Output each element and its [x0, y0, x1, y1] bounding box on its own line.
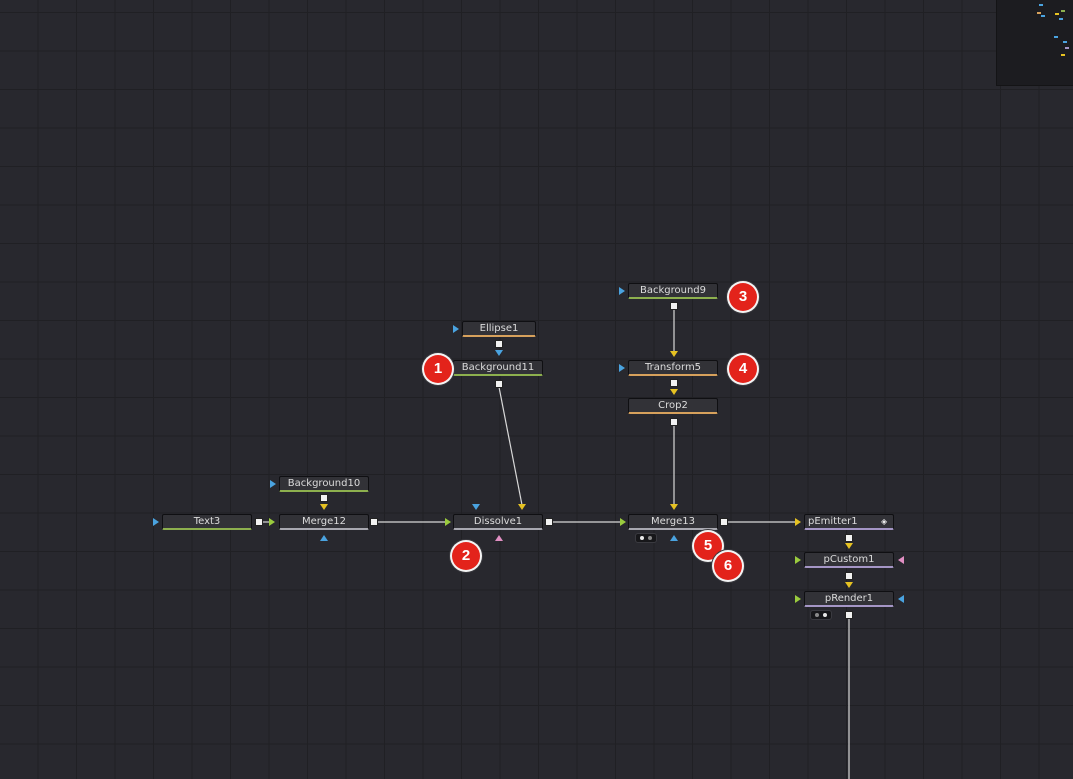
ellipse1-input[interactable] — [453, 325, 459, 333]
merge13-view-toggle[interactable] — [635, 533, 657, 543]
background10-output[interactable] — [320, 494, 328, 502]
node-ellipse1[interactable]: Ellipse1 — [462, 321, 536, 337]
node-dissolve1[interactable]: Dissolve1 — [453, 514, 543, 530]
transform5-output[interactable] — [670, 379, 678, 387]
view-dot-right — [823, 613, 827, 617]
merge12-mask-input[interactable] — [320, 535, 328, 541]
node-label: pRender1 — [824, 593, 874, 604]
pemitter1-output[interactable] — [845, 534, 853, 542]
node-label: Crop2 — [658, 400, 688, 411]
transform5-input[interactable] — [670, 351, 678, 357]
merge13-mask-input[interactable] — [670, 535, 678, 541]
callout-badge-3: 3 — [729, 283, 757, 311]
pcustom1-output[interactable] — [845, 572, 853, 580]
node-label: Merge12 — [302, 516, 346, 527]
node-background11[interactable]: Background11 — [453, 360, 543, 376]
merge13-background-input[interactable] — [620, 518, 626, 526]
pcustom1-input[interactable] — [845, 543, 853, 549]
merge13-foreground-input[interactable] — [670, 504, 678, 510]
node-prender1[interactable]: pRender1 — [804, 591, 894, 607]
minimap-node — [1055, 13, 1059, 15]
prender1-right-input[interactable] — [898, 595, 904, 603]
minimap-node — [1061, 54, 1065, 56]
minimap-node — [1039, 4, 1043, 6]
text3-input[interactable] — [153, 518, 159, 526]
background10-input[interactable] — [270, 480, 276, 488]
text3-output[interactable] — [255, 518, 263, 526]
background11-output[interactable] — [495, 380, 503, 388]
transform5-mask-input[interactable] — [619, 364, 625, 372]
node-background9[interactable]: Background9 — [628, 283, 718, 299]
minimap-node — [1041, 15, 1045, 17]
callout-badge-1: 1 — [424, 355, 452, 383]
node-label: Text3 — [193, 516, 221, 527]
node-background10[interactable]: Background10 — [279, 476, 369, 492]
dissolve1-mask-input-top[interactable] — [472, 504, 480, 510]
prender1-view-toggle[interactable] — [810, 610, 832, 620]
callout-badge-6: 6 — [714, 552, 742, 580]
dissolve1-effect-mask-input[interactable] — [495, 535, 503, 541]
prender1-input[interactable] — [845, 582, 853, 588]
node-label: Background10 — [287, 478, 361, 489]
minimap-node — [1063, 41, 1067, 43]
node-label: Ellipse1 — [479, 323, 519, 334]
background9-output[interactable] — [670, 302, 678, 310]
pcustom1-right-input[interactable] — [898, 556, 904, 564]
node-text3[interactable]: Text3 — [162, 514, 252, 530]
node-label: Merge13 — [651, 516, 695, 527]
pcustom1-left-input[interactable] — [795, 556, 801, 564]
merge12-background-input[interactable] — [269, 518, 275, 526]
link-background11-dissolve1 — [498, 386, 523, 506]
view-dot-left — [640, 536, 644, 540]
dissolve1-output[interactable] — [545, 518, 553, 526]
callout-badge-2: 2 — [452, 542, 480, 570]
pemitter1-input[interactable] — [795, 518, 801, 526]
minimap-node — [1054, 36, 1058, 38]
diamond-half-icon: ◈ — [881, 517, 888, 526]
crop2-input[interactable] — [670, 389, 678, 395]
node-label: pEmitter1 — [808, 516, 858, 527]
node-transform5[interactable]: Transform5 — [628, 360, 718, 376]
node-label: Background9 — [639, 285, 707, 296]
background9-input[interactable] — [619, 287, 625, 295]
view-dot-right — [648, 536, 652, 540]
node-pcustom1[interactable]: pCustom1 — [804, 552, 894, 568]
node-crop2[interactable]: Crop2 — [628, 398, 718, 414]
prender1-left-input[interactable] — [795, 595, 801, 603]
node-merge12[interactable]: Merge12 — [279, 514, 369, 530]
crop2-output[interactable] — [670, 418, 678, 426]
merge13-output[interactable] — [720, 518, 728, 526]
node-label: pCustom1 — [823, 554, 875, 565]
background11-effect-mask-input[interactable] — [495, 350, 503, 356]
view-dot-left — [815, 613, 819, 617]
dissolve1-foreground-input[interactable] — [518, 504, 526, 510]
minimap-node — [1061, 10, 1065, 12]
node-label: Background11 — [461, 362, 535, 373]
callout-badge-4: 4 — [729, 355, 757, 383]
prender1-output[interactable] — [845, 611, 853, 619]
dissolve1-background-input[interactable] — [445, 518, 451, 526]
node-label: Dissolve1 — [473, 516, 523, 527]
node-navigator-minimap[interactable] — [996, 0, 1073, 86]
merge12-foreground-input[interactable] — [320, 504, 328, 510]
minimap-node — [1037, 12, 1041, 14]
ellipse1-output[interactable] — [495, 340, 503, 348]
node-label: Transform5 — [644, 362, 702, 373]
minimap-node — [1065, 47, 1069, 49]
minimap-node — [1059, 18, 1063, 20]
node-merge13[interactable]: Merge13 — [628, 514, 718, 530]
merge12-output[interactable] — [370, 518, 378, 526]
node-pemitter1[interactable]: pEmitter1 ◈ — [804, 514, 894, 530]
